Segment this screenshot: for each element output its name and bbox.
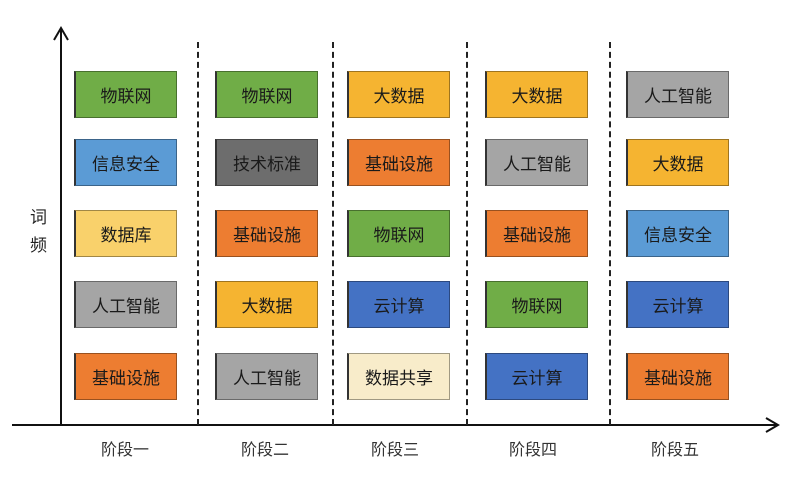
keyword-box: 信息安全 xyxy=(626,210,729,257)
keyword-box: 基础设施 xyxy=(485,210,588,257)
stage-label: 阶段一 xyxy=(100,440,149,459)
keyword-box: 技术标准 xyxy=(215,139,318,186)
keyword-box: 基础设施 xyxy=(347,139,450,186)
keyword-box: 大数据 xyxy=(347,71,450,118)
x-axis xyxy=(12,424,776,426)
stage-label: 阶段二 xyxy=(240,440,289,459)
y-axis-label-2: 频 xyxy=(30,236,47,256)
stage-divider xyxy=(332,42,334,425)
x-axis-arrow-icon xyxy=(765,417,780,433)
stage-label: 阶段五 xyxy=(650,440,699,459)
keyword-box: 云计算 xyxy=(626,281,729,328)
keyword-box: 物联网 xyxy=(74,71,177,118)
y-axis-label-1: 词 xyxy=(30,208,47,228)
keyword-box: 云计算 xyxy=(347,281,450,328)
stage-divider xyxy=(197,42,199,425)
keyword-box: 信息安全 xyxy=(74,139,177,186)
keyword-box: 云计算 xyxy=(485,353,588,400)
keyword-box: 物联网 xyxy=(347,210,450,257)
y-axis xyxy=(60,30,62,426)
keyword-box: 物联网 xyxy=(215,71,318,118)
keyword-box: 基础设施 xyxy=(626,353,729,400)
stage-divider xyxy=(609,42,611,425)
stage-label: 阶段三 xyxy=(370,440,419,459)
keyword-box: 大数据 xyxy=(215,281,318,328)
keyword-box: 人工智能 xyxy=(74,281,177,328)
keyword-box: 人工智能 xyxy=(485,139,588,186)
keyword-box: 人工智能 xyxy=(626,71,729,118)
stage-divider xyxy=(466,42,468,425)
keyword-box: 人工智能 xyxy=(215,353,318,400)
keyword-box: 数据库 xyxy=(74,210,177,257)
keyword-box: 数据共享 xyxy=(347,353,450,400)
keyword-box: 大数据 xyxy=(626,139,729,186)
keyword-box: 大数据 xyxy=(485,71,588,118)
y-axis-arrow-icon xyxy=(53,26,69,41)
keyword-box: 物联网 xyxy=(485,281,588,328)
stage-label: 阶段四 xyxy=(508,440,557,459)
keyword-box: 基础设施 xyxy=(215,210,318,257)
keyword-box: 基础设施 xyxy=(74,353,177,400)
